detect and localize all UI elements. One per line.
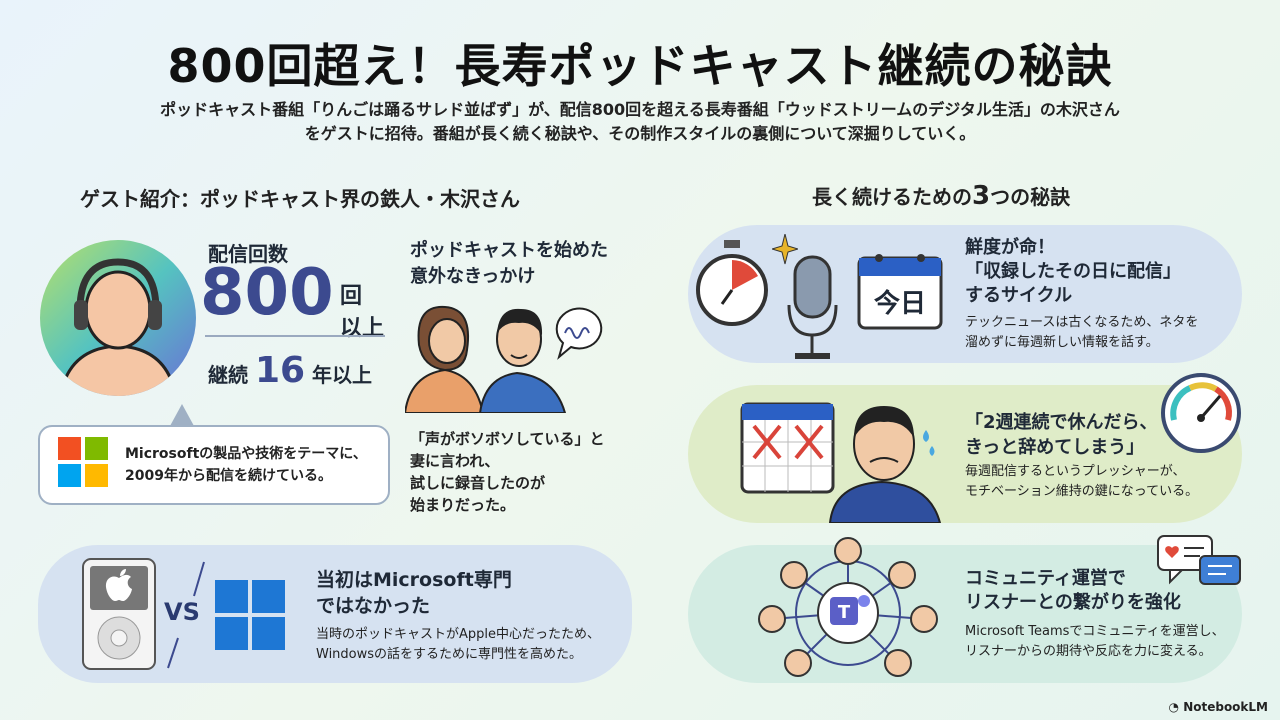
bubble-tail [170,404,194,426]
microsoft-logo-icon [58,437,108,487]
guest-bio: Microsoftの製品や技術をテーマに、 2009年から配信を続けている。 [125,446,367,484]
notebooklm-logo-icon: ◔ [1168,700,1184,714]
calendar-icon [740,402,835,494]
episodes-label: 配信回数 [208,242,288,266]
sound-wave-icon [1118,22,1270,108]
episodes-number: 800 [200,256,334,330]
page-title: 800回超え！長寿ポッドキャスト継続の秘訣 [167,39,1113,93]
secret-2-title: 「2週連続で休んだら、 きっと辞めてしまう」 [965,412,1158,458]
chat-bubble-icon [1157,535,1241,585]
headphones-person-icon [40,240,196,396]
calendar-label: 今日 [873,289,926,319]
beginning-body: 当時のポッドキャストがApple中心だったため、 Windowsの話をするために… [316,627,601,662]
secret-3-body: Microsoft Teamsでコミュニティを運営し、 リスナーからの期待や反応… [965,624,1225,659]
secret-1-body: テックニュースは古くなるため、ネタを 溜めずに毎週新しい情報を話す。 [965,315,1199,350]
worried-person-icon [828,406,942,523]
origin-heading: ポッドキャストを始めた 意外なきっかけ [410,240,608,287]
years-stat: 継続 16 年以上 [208,350,373,391]
secret-2-body: 毎週配信するというプレッシャーが、 モチベーション維持の鍵になっている。 [965,464,1199,499]
stopwatch-icon [696,240,768,326]
brand-mark: ◔ NotebookLM [1168,700,1268,714]
windows-logo-icon [215,580,285,650]
secret-3-title: コミュニティ運営で リスナーとの繋がりを強化 [965,568,1181,613]
calendar-icon [857,254,943,330]
vs-label: VS [164,598,200,626]
svg-text:T: T [838,602,851,623]
secret-1-title: 鮮度が命！ 「収録したその日に配信」 するサイクル [965,237,1181,306]
microphone-icon [787,255,838,359]
sparkle-icon [772,234,798,265]
page-subtitle: ポッドキャスト番組「りんごは踊るサレド並ばず」が、配信800回を超える長寿番組「… [160,100,1120,143]
teams-network-icon: T [758,537,938,677]
beginning-heading: 当初はMicrosoft専門 ではなかった [316,569,512,617]
ipod-apple-icon [82,558,156,670]
origin-body: 「声がボソボソしている」と 妻に言われ、 試しに録音したのが 始まりだった。 [410,430,605,514]
sound-wave-icon [2,22,162,108]
episodes-unit: 回 以上 [340,284,385,341]
vs-divider [167,561,205,669]
secrets-heading: 長く続けるための3つの秘訣 [812,181,1071,211]
divider [205,335,385,337]
gauge-icon [1161,373,1241,453]
guest-heading: ゲスト紹介：ポッドキャスト界の鉄人・木沢さん [80,187,520,211]
couple-whisper-icon [405,305,603,413]
